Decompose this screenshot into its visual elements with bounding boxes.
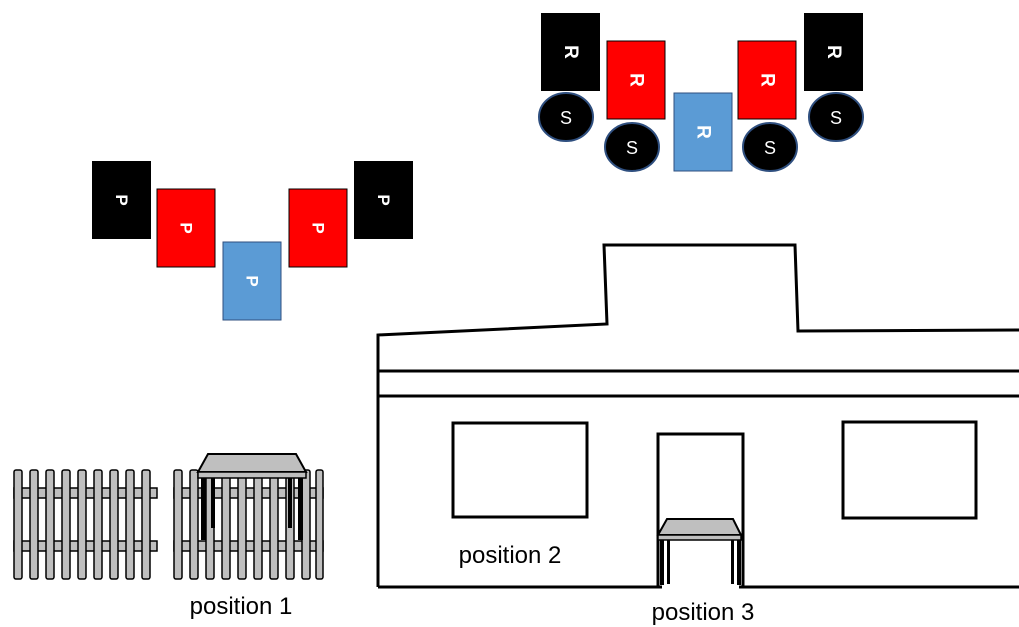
r-card-4: R	[737, 40, 797, 120]
p-card-3: P	[222, 241, 282, 321]
r-card-5-letter: R	[823, 45, 844, 59]
r-card-2-letter: R	[626, 73, 647, 87]
s-circle-2: S	[604, 122, 660, 172]
fence	[13, 469, 324, 580]
label-position-2: position 2	[459, 542, 562, 569]
building	[376, 243, 1019, 589]
p-card-5: P	[354, 161, 413, 239]
p-card-1: P	[92, 161, 151, 239]
fence-section-left	[13, 469, 158, 580]
p-card-5-letter: P	[374, 194, 393, 205]
table-position-1	[196, 453, 308, 540]
fence-section-right	[173, 469, 324, 580]
s-circle-4: S	[808, 92, 864, 142]
s-circle-1-letter: S	[560, 108, 572, 128]
s-circle-2-letter: S	[626, 138, 638, 158]
r-card-2: R	[606, 40, 666, 120]
p-card-4: P	[288, 188, 348, 268]
r-group: R R R R R S S S	[538, 13, 864, 172]
s-circle-4-letter: S	[830, 108, 842, 128]
window-right	[841, 420, 978, 520]
building-outline	[376, 243, 1019, 587]
s-circle-3: S	[742, 122, 798, 172]
doorway	[656, 432, 745, 587]
table-position-3	[656, 518, 743, 585]
p-card-2-letter: P	[177, 222, 196, 233]
s-circle-1: S	[538, 92, 594, 142]
p-card-3-letter: P	[243, 275, 262, 286]
r-card-5: R	[804, 13, 863, 91]
p-card-4-letter: P	[309, 222, 328, 233]
label-position-3: position 3	[652, 599, 755, 626]
p-group: P P P P P	[92, 161, 413, 321]
r-card-1: R	[541, 13, 600, 91]
p-card-2: P	[156, 188, 216, 268]
r-card-3-letter: R	[693, 125, 714, 139]
label-position-1: position 1	[190, 593, 293, 620]
p-card-1-letter: P	[112, 194, 131, 205]
r-card-4-letter: R	[757, 73, 778, 87]
window-left	[451, 421, 589, 519]
r-card-3: R	[673, 92, 733, 172]
s-circle-3-letter: S	[764, 138, 776, 158]
r-card-1-letter: R	[560, 45, 581, 59]
